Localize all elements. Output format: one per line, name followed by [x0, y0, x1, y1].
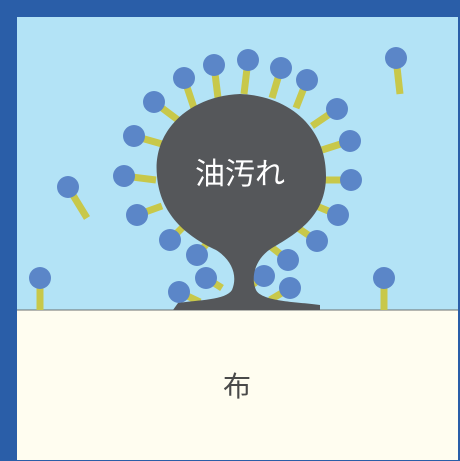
molecule-head: [29, 267, 51, 289]
surfactant-molecule: [296, 225, 328, 252]
surfactant-molecule: [195, 267, 224, 291]
molecule-head: [277, 249, 299, 271]
surfactant-molecule: [324, 169, 362, 191]
surfactant-molecule: [143, 91, 181, 123]
molecule-head: [203, 54, 225, 76]
surfactant-molecule: [203, 54, 225, 99]
surfactant-molecule: [268, 57, 292, 100]
molecule-head: [237, 49, 259, 71]
molecule-head: [306, 230, 328, 252]
molecule-head: [113, 165, 135, 187]
molecule-head: [385, 47, 407, 69]
surfactant-molecule: [373, 267, 395, 310]
surfactant-molecule: [29, 267, 51, 310]
molecule-head: [57, 176, 79, 198]
molecule-head: [195, 267, 217, 289]
surfactant-molecule: [310, 98, 348, 129]
surfactant-molecule: [173, 67, 198, 110]
molecule-head: [186, 244, 208, 266]
molecule-head: [296, 69, 318, 91]
molecule-head: [279, 277, 301, 299]
molecule-head: [123, 125, 145, 147]
stain-label: 油汚れ: [195, 157, 285, 192]
molecule-head: [327, 204, 349, 226]
surfactant-molecules-back: [29, 47, 407, 310]
molecule-head: [326, 98, 348, 120]
molecule-head: [159, 229, 181, 251]
surfactant-molecule: [237, 49, 259, 95]
molecule-head: [173, 67, 195, 89]
cloth-region: [17, 310, 458, 460]
molecule-head: [339, 130, 361, 152]
surfactant-molecule: [268, 277, 301, 304]
oil-stain: [156, 94, 326, 310]
surfactant-molecule: [123, 125, 163, 148]
molecule-head: [270, 57, 292, 79]
molecule-head: [373, 267, 395, 289]
surfactant-molecule: [267, 243, 299, 271]
molecule-head: [126, 204, 148, 226]
surfactant-molecule: [113, 165, 157, 187]
surfactant-molecule: [292, 69, 318, 110]
surfactant-molecule: [126, 202, 164, 226]
surfactant-molecule: [168, 281, 202, 306]
surfactant-molecule: [320, 130, 361, 154]
molecule-head: [253, 265, 275, 287]
molecule-head: [168, 281, 190, 303]
molecule-head: [340, 169, 362, 191]
molecule-head: [143, 91, 165, 113]
cloth-label: 布: [223, 370, 251, 403]
surfactant-molecule: [385, 47, 407, 95]
surfactant-molecule: [57, 176, 90, 220]
